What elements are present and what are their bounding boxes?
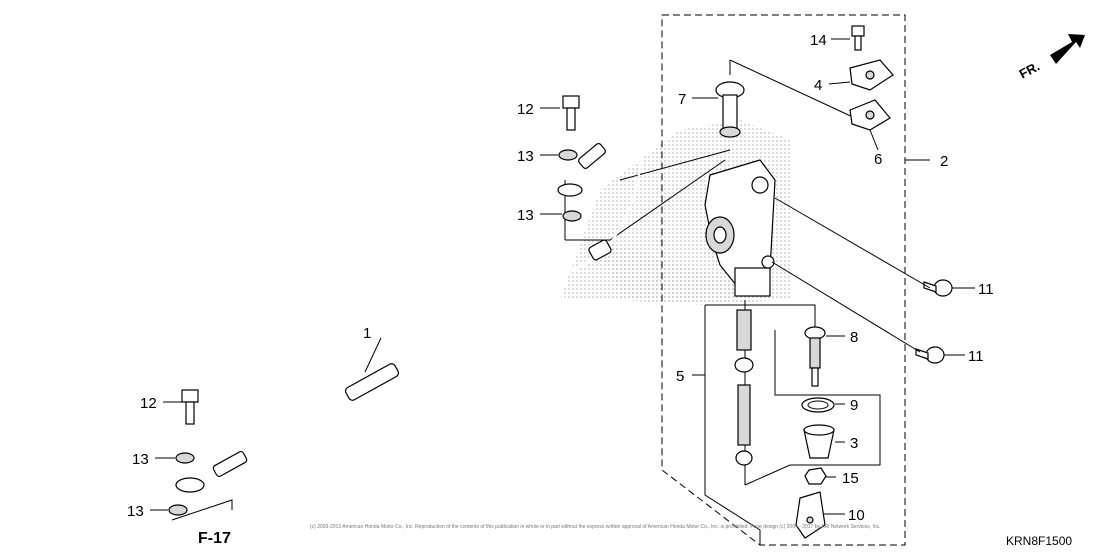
sealing-washers	[168, 149, 582, 516]
cap-screw	[851, 25, 865, 51]
callout-13-b: 13	[517, 207, 534, 224]
assembly-outline-2	[661, 14, 906, 546]
mount-bolt-upper	[923, 279, 953, 297]
callout-15: 15	[842, 470, 859, 487]
banjo-bolt-upper	[562, 95, 580, 131]
ref-bracket	[171, 499, 233, 521]
callout-labels: 1 2 3 4 5 6 7 8 9 10 11 11 12 12 13 13 1…	[127, 32, 994, 524]
callout-14: 14	[810, 32, 827, 49]
callout-10: 10	[848, 507, 865, 524]
diaphragm-gasket	[849, 99, 891, 131]
circlip	[801, 397, 835, 413]
reservoir-joint	[715, 81, 745, 138]
callout-2: 2	[940, 153, 948, 170]
callout-3: 3	[850, 435, 858, 452]
push-rod-joint	[795, 491, 826, 539]
callout-12-upper: 12	[517, 101, 534, 118]
callout-6: 6	[874, 151, 882, 168]
callout-13-c: 13	[132, 451, 149, 468]
callout-7: 7	[678, 91, 686, 108]
reference-label: F-17	[198, 530, 231, 547]
piston-set	[734, 309, 754, 466]
cap-plate	[849, 59, 894, 91]
banjo-bolt-lower	[181, 389, 199, 425]
callout-13-a: 13	[517, 148, 534, 165]
callout-11-upper: 11	[978, 281, 994, 298]
diagram-code: KRN8F1500	[1006, 534, 1072, 548]
callout-4: 4	[814, 77, 822, 94]
front-direction-arrow: FR.	[1017, 34, 1085, 82]
copyright-notice: (c) 2003-2013 American Honda Motor Co., …	[310, 524, 881, 530]
master-cylinder-body	[704, 159, 776, 297]
mount-bolt-lower	[915, 346, 945, 364]
brake-hose	[175, 123, 642, 493]
joint-nut	[804, 467, 827, 485]
plate-bracket-outline	[729, 59, 871, 126]
callout-11-lower: 11	[968, 348, 984, 365]
callout-5: 5	[676, 368, 684, 385]
callout-8: 8	[850, 329, 858, 346]
callout-1: 1	[363, 325, 371, 342]
direction-label: FR.	[1017, 58, 1043, 81]
callout-9: 9	[850, 397, 858, 414]
leader-lines	[150, 38, 975, 515]
boot	[803, 424, 835, 459]
callout-12-lower: 12	[140, 395, 157, 412]
push-rod	[804, 326, 826, 387]
callout-13-d: 13	[127, 503, 144, 520]
